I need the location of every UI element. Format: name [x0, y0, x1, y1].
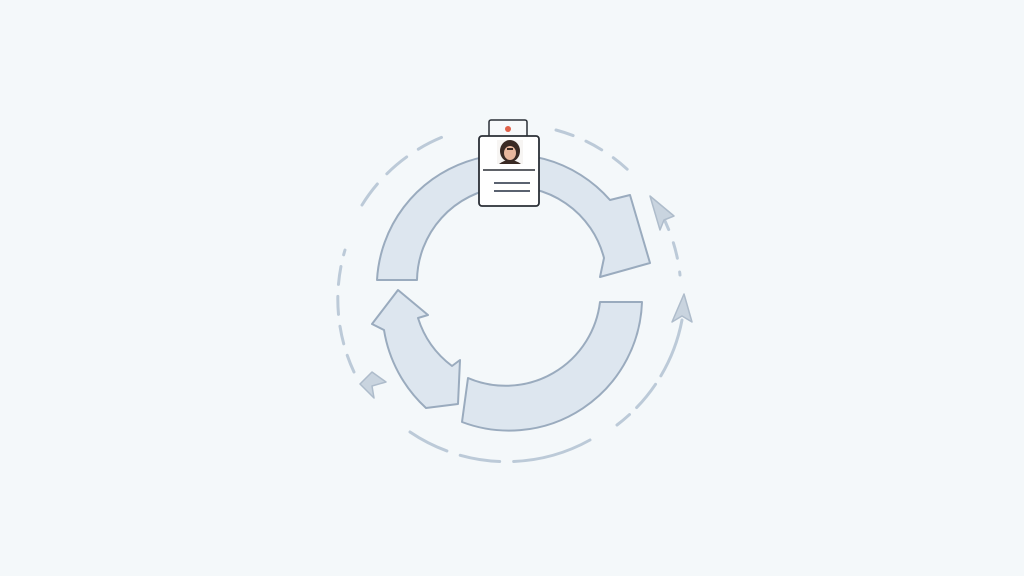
cycle-arrow-top — [376, 153, 651, 281]
id-badge-icon — [478, 119, 540, 207]
orbit-arc-right — [660, 213, 682, 277]
orbit-arc-left — [336, 248, 356, 374]
marker-top-right — [649, 195, 675, 231]
badge-clip-dot — [505, 126, 511, 132]
orbit-arc-bottom-right — [615, 318, 684, 427]
orbit-arc-top-left — [360, 134, 447, 207]
dashed-orbit-icon — [336, 128, 684, 464]
arrowhead-marker-icon — [359, 195, 693, 399]
badge-card — [478, 135, 540, 207]
marker-right — [671, 293, 693, 323]
orbit-arc-bottom — [408, 430, 592, 464]
avatar — [497, 140, 523, 164]
orbit-arc-top-right — [554, 128, 638, 180]
cycle-arrow-icon — [371, 153, 651, 432]
cycle-arrow-bottom — [461, 301, 643, 432]
marker-left — [359, 371, 387, 399]
cycle-arrow-left — [371, 289, 461, 409]
